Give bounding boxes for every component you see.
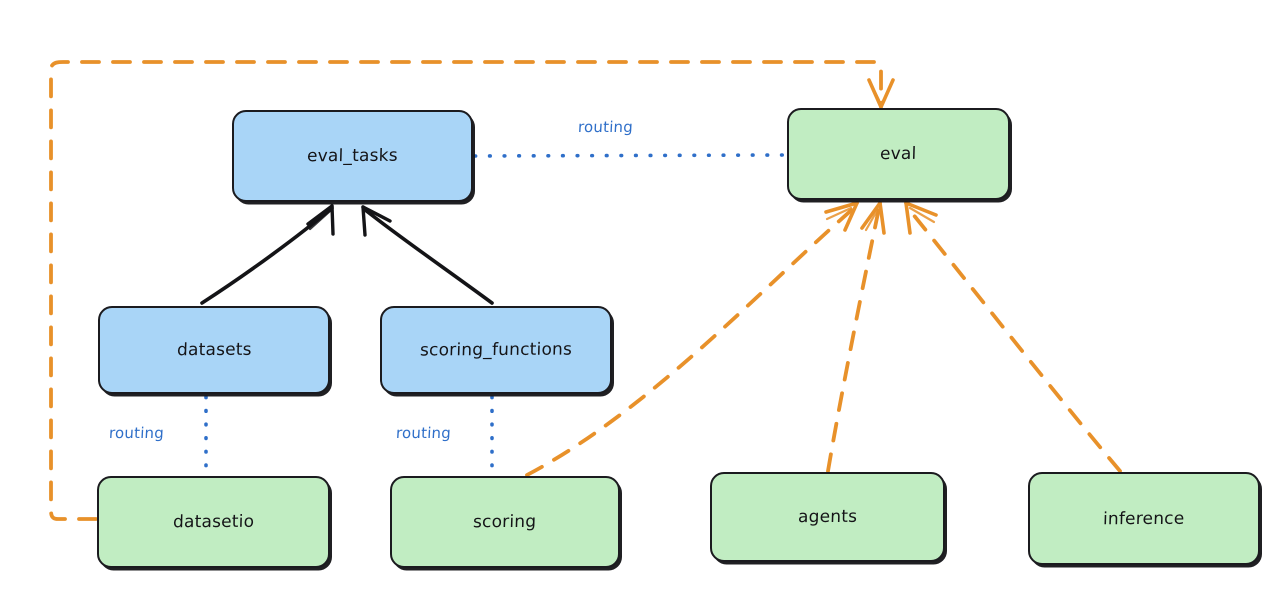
edge-eval_tasks-to-eval [473, 153, 788, 158]
node-eval[interactable]: eval [787, 108, 1010, 200]
edge-label-routing-eval: routing [577, 118, 634, 136]
edge-agents-to-eval [826, 201, 886, 473]
node-scoring-functions[interactable]: scoring_functions [380, 306, 612, 394]
node-agents[interactable]: agents [710, 472, 945, 562]
node-label-eval: eval [879, 143, 918, 165]
node-label-datasets: datasets [176, 339, 252, 361]
node-eval-tasks[interactable]: eval_tasks [232, 110, 473, 202]
node-label-inference: inference [1103, 508, 1185, 529]
node-scoring[interactable]: scoring [390, 476, 620, 568]
edge-inference-to-eval [904, 201, 1122, 473]
node-inference[interactable]: inference [1028, 472, 1260, 565]
node-datasets[interactable]: datasets [98, 306, 330, 394]
edge-scoring_functions-to-eval_tasks [361, 205, 494, 305]
edge-datasets-to-eval_tasks [200, 204, 335, 305]
edge-label-routing-datasetio: routing [108, 424, 165, 442]
node-label-datasetio: datasetio [172, 511, 255, 533]
node-label-eval-tasks: eval_tasks [306, 145, 399, 167]
node-label-scoring-functions: scoring_functions [419, 339, 573, 361]
node-label-scoring: scoring [473, 511, 537, 533]
node-datasetio[interactable]: datasetio [97, 476, 330, 568]
edge-label-routing-scoring: routing [395, 424, 452, 442]
node-label-agents: agents [797, 506, 858, 528]
